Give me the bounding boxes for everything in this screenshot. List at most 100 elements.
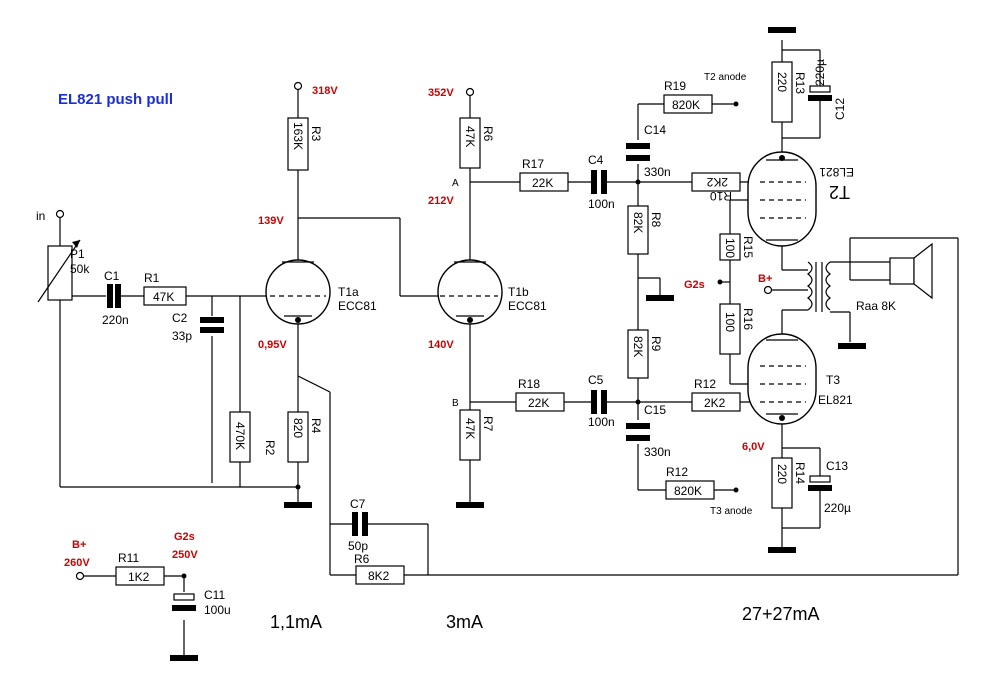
- voltage-t1a-cathode: 0,95V: [258, 339, 287, 351]
- bplus-voltage: 260V: [64, 557, 90, 569]
- r19-name: R19: [664, 79, 686, 93]
- r16-value: 100: [723, 312, 737, 332]
- r6-name: R6: [481, 126, 495, 142]
- r7-name: R7: [481, 416, 495, 432]
- r13-value: 220: [775, 72, 789, 92]
- p1-name: P1: [70, 247, 85, 261]
- c11-value: 100u: [204, 603, 231, 617]
- voltage-t1b-cathode: 140V: [428, 339, 454, 351]
- r18-value: 22K: [528, 396, 549, 410]
- r9-value: 82K: [631, 336, 645, 357]
- c14-value: 330n: [644, 165, 671, 179]
- c2-value: 33p: [172, 329, 192, 343]
- t1b-name: T1b: [508, 285, 529, 299]
- r3-value: 163K: [291, 122, 305, 150]
- r12-grid-value: 2K2: [704, 396, 726, 410]
- g2s-voltage: 250V: [172, 549, 198, 561]
- voltage-t1b-supply: 352V: [428, 87, 454, 99]
- r16-name: R16: [741, 308, 755, 330]
- t2-name: T2: [829, 182, 850, 202]
- r14-value: 220: [775, 464, 789, 484]
- current-stage2: 3mA: [446, 612, 483, 632]
- r10-value: 2K2: [706, 175, 728, 189]
- input-label: in: [36, 209, 45, 223]
- r11-value: 1K2: [128, 570, 150, 584]
- t2-anode-ref: T2 anode: [704, 72, 747, 83]
- speaker-icon: [889, 242, 933, 300]
- c15-name: C15: [644, 403, 666, 417]
- c15-value: 330n: [644, 445, 671, 459]
- node-b: B: [452, 398, 459, 409]
- r6-value: 47K: [463, 126, 477, 147]
- terminals: [55, 81, 773, 581]
- c1-name: C1: [104, 269, 120, 283]
- r12-grid-name: R12: [694, 377, 716, 391]
- r17-value: 22K: [532, 176, 553, 190]
- voltage-node-a: 212V: [428, 195, 454, 207]
- raa-value: Raa 8K: [856, 299, 896, 313]
- r6-fb-name: R6: [354, 552, 370, 566]
- voltage-t3-cathode: 6,0V: [742, 441, 765, 453]
- r2-name: R2: [263, 440, 277, 456]
- r10-name: R10: [710, 189, 732, 203]
- r6-fb-value: 8K2: [368, 569, 390, 583]
- bplus-label: B+: [72, 539, 86, 551]
- r9-name: R9: [649, 336, 663, 352]
- t3-name: T3: [826, 373, 840, 387]
- r3-name: R3: [309, 126, 323, 142]
- r1-name: R1: [144, 271, 160, 285]
- grounds: [170, 27, 866, 661]
- r8-value: 82K: [631, 212, 645, 233]
- r12-bottom-name: R12: [666, 465, 688, 479]
- c4-name: C4: [588, 153, 604, 167]
- r2-value: 470K: [233, 422, 247, 450]
- r8-name: R8: [649, 212, 663, 228]
- r15-name: R15: [741, 236, 755, 258]
- r1-value: 47K: [153, 290, 174, 304]
- t2-type: EL821: [819, 165, 854, 179]
- c4-value: 100n: [588, 197, 615, 211]
- t2-label-group: T2 EL821: [819, 165, 854, 202]
- p1-value: 50k: [70, 262, 90, 276]
- wires: [59, 40, 959, 656]
- capacitors: [107, 85, 832, 611]
- c13-name: C13: [826, 459, 848, 473]
- r15-value: 100: [723, 238, 737, 258]
- t1a-type: ECC81: [338, 299, 377, 313]
- voltage-g2s-mid: G2s: [684, 279, 705, 291]
- output-transformer: [807, 261, 831, 312]
- current-output: 27+27mA: [742, 604, 820, 624]
- g2s-label: G2s: [174, 531, 195, 543]
- r4-name: R4: [309, 418, 323, 434]
- c5-name: C5: [588, 373, 604, 387]
- r13-name: R13: [793, 72, 807, 94]
- current-stage1: 1,1mA: [270, 612, 322, 632]
- t3-anode-ref: T3 anode: [710, 506, 753, 517]
- tube-t2: [747, 151, 817, 247]
- r19-value: 820K: [672, 98, 700, 112]
- r12-bottom-value: 820K: [674, 484, 702, 498]
- page-title: EL821 push pull: [58, 91, 173, 108]
- bplus-ot-label: B+: [758, 273, 772, 285]
- r4-value: 820: [291, 418, 305, 438]
- c12-name: C12: [833, 98, 847, 120]
- voltage-t1a-anode: 139V: [258, 215, 284, 227]
- r11-name: R11: [118, 551, 139, 565]
- tube-t1b: [437, 259, 503, 325]
- c11-name: C11: [204, 588, 225, 602]
- r18-name: R18: [518, 377, 540, 391]
- r7-value: 47K: [463, 418, 477, 439]
- c14-name: C14: [644, 123, 666, 137]
- resistors: [37, 61, 793, 586]
- r14-name: R14: [793, 462, 807, 484]
- voltage-t1a-supply: 318V: [312, 85, 338, 97]
- t3-type: EL821: [818, 393, 853, 407]
- c7-value: 50p: [348, 539, 368, 553]
- tube-t3: [747, 333, 817, 425]
- node-a: A: [452, 178, 459, 189]
- c1-value: 220n: [102, 313, 129, 327]
- tube-t1a: [265, 259, 331, 325]
- junctions: [181, 101, 739, 579]
- r17-name: R17: [522, 157, 544, 171]
- t1a-name: T1a: [338, 285, 359, 299]
